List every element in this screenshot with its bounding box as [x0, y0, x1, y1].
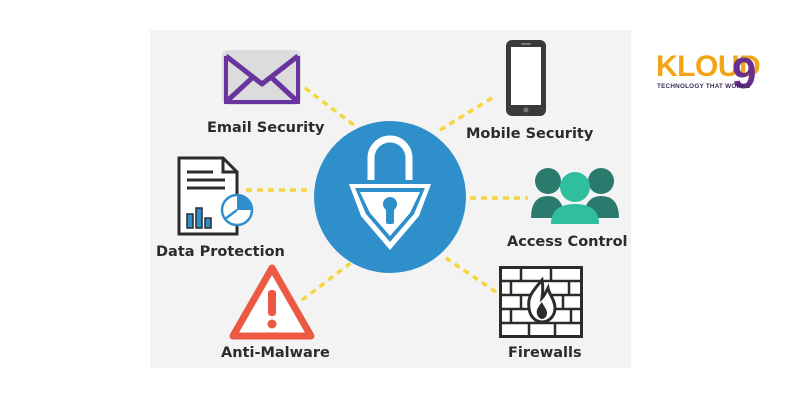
- label-firewalls: Firewalls: [508, 345, 582, 361]
- label-data-protection: Data Protection: [156, 244, 285, 260]
- warning-triangle-icon: [229, 264, 315, 340]
- label-mobile-security: Mobile Security: [466, 126, 594, 142]
- label-anti-malware: Anti-Malware: [221, 345, 330, 361]
- user-group-icon: [531, 168, 619, 224]
- brick-wall-fire-icon: [499, 266, 583, 338]
- center-security-hub: [314, 121, 466, 273]
- padlock-shield-icon: [349, 135, 431, 250]
- logo-wordmark: KLOUD: [656, 50, 761, 83]
- document-chart-icon: [177, 156, 254, 236]
- label-access-control: Access Control: [507, 234, 628, 250]
- logo-tagline: TECHNOLOGY THAT WORKS: [657, 83, 751, 90]
- label-email-security: Email Security: [207, 120, 325, 136]
- logo-digit: 9: [732, 49, 757, 98]
- envelope-icon: [222, 50, 301, 105]
- smartphone-icon: [506, 40, 546, 116]
